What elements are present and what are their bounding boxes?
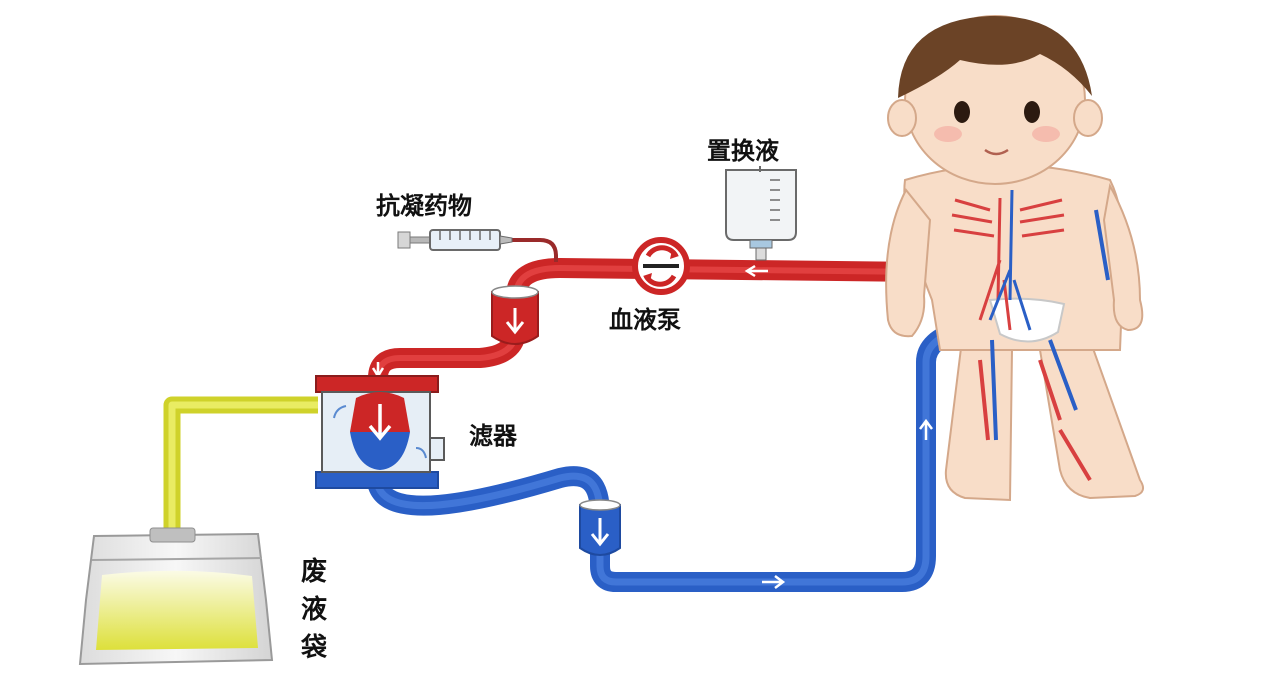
replacement-fluid-bag: [725, 166, 797, 261]
syringe-icon: [397, 229, 558, 262]
arrow-left-icon: [744, 264, 768, 278]
blood-pump-label: 血液泵: [609, 306, 681, 334]
filter-icon: [315, 375, 445, 489]
arrow-up-icon: [919, 418, 933, 440]
child-patient: [885, 15, 1145, 502]
filter-label: 滤器: [469, 422, 517, 450]
arrow-down-icon: [590, 518, 610, 547]
venous-line: [368, 312, 1005, 592]
waste-bag-label: 废液袋: [301, 557, 328, 663]
anticoagulant-label: 抗凝药物: [376, 192, 472, 220]
waste-bag: [78, 527, 274, 666]
replacement-fluid-label: 置换液: [707, 137, 779, 165]
blood-pump-icon: [632, 237, 690, 295]
arrow-right-icon: [762, 575, 786, 589]
arrow-down-icon: [505, 308, 525, 335]
waste-line: [163, 396, 318, 532]
